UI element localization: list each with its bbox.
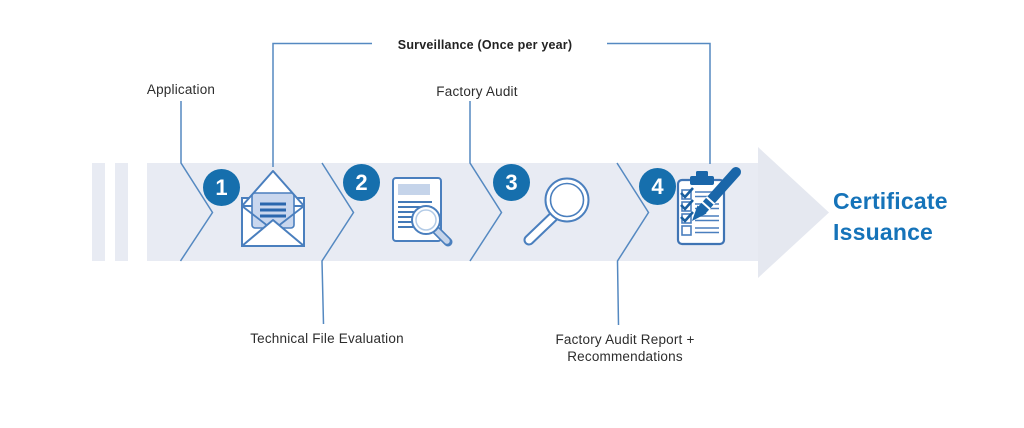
chevron-2 <box>321 162 355 325</box>
clipboard-pen-icon <box>676 167 741 246</box>
step-1-label: Application <box>146 82 216 97</box>
step-4-label: Factory Audit Report + Recommendations <box>555 332 695 364</box>
band-stripe-2 <box>115 163 128 261</box>
step-3-badge: 3 <box>493 164 530 201</box>
step-2-number: 2 <box>355 169 368 195</box>
chevron-4 <box>616 162 650 326</box>
surveillance-label: Surveillance (Once per year) <box>397 38 573 52</box>
band-stripe-1 <box>92 163 105 261</box>
step-3-number: 3 <box>505 169 518 195</box>
result-title-line-1: Certificate <box>833 188 948 214</box>
step-4-badge: 4 <box>639 168 676 205</box>
chevron-3 <box>469 101 503 262</box>
step-2-badge: 2 <box>343 164 380 201</box>
document-magnifier-icon <box>392 177 453 247</box>
result-title-line-2: Issuance <box>833 219 934 245</box>
step-1-badge: 1 <box>203 169 240 206</box>
surveillance-bracket-right <box>607 42 711 164</box>
chevron-1 <box>179 101 214 262</box>
step-2-label: Technical File Evaluation <box>250 331 404 346</box>
step-1-number: 1 <box>215 174 228 200</box>
arrowhead <box>758 147 829 278</box>
magnifier-icon <box>523 177 590 246</box>
surveillance-bracket-left <box>272 42 372 167</box>
open-envelope-icon <box>241 170 305 247</box>
step-3-label: Factory Audit <box>436 84 518 99</box>
result-title: Certificate Issuance <box>833 186 948 248</box>
step-4-number: 4 <box>651 173 664 199</box>
